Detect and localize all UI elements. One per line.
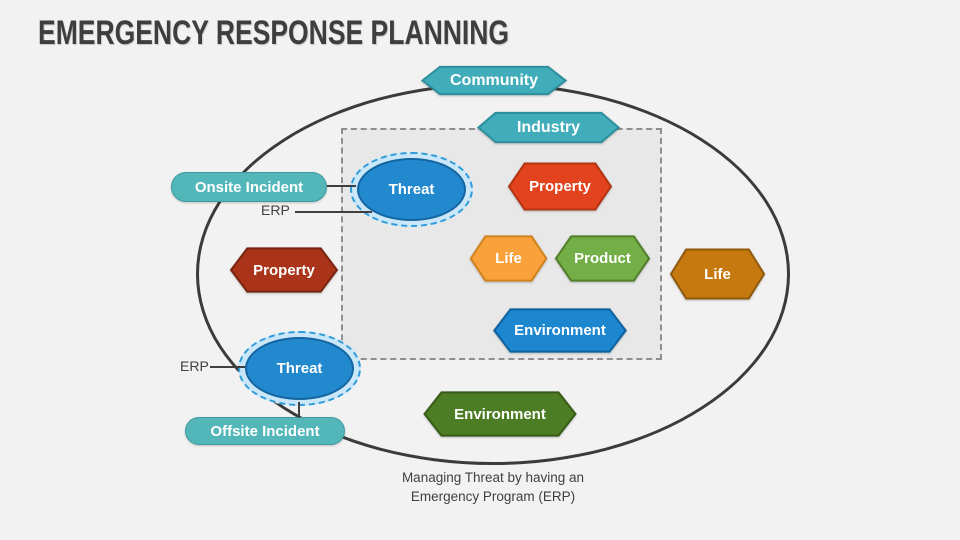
life-industry-hexagon: Life: [470, 235, 547, 282]
threat-onsite-erp-halo: Threat: [350, 152, 473, 227]
page-title: EMERGENCY RESPONSE PLANNING: [38, 14, 510, 52]
industry-label: Industry: [516, 118, 581, 136]
community-label: Community: [450, 71, 538, 89]
hexagon-shape: [230, 247, 338, 293]
threat-offsite-ellipse: Threat: [245, 337, 354, 400]
onsite-incident-pill: Onsite Incident: [171, 172, 327, 202]
threat-offsite-erp-halo: Threat: [238, 331, 361, 406]
environment-industry-label: Environment: [514, 322, 606, 339]
hexagon-shape: [423, 391, 577, 437]
property-industry-hexagon: Property: [508, 162, 612, 211]
threat-to-offsite-connector: [298, 402, 300, 418]
erp-offsite-connector: [210, 366, 268, 368]
product-industry-hexagon: Product: [555, 235, 650, 282]
erp-offsite-label: ERP: [180, 358, 209, 374]
erp-onsite-connector: [295, 211, 372, 213]
community-label-hexagon: Community: [421, 66, 567, 95]
property-community-label: Property: [253, 261, 315, 279]
environment-community-label: Environment: [454, 405, 546, 423]
caption-line2: Emergency Program (ERP): [410, 489, 576, 504]
hexagon-shape: [555, 235, 650, 282]
environment-community-hexagon: Environment: [423, 391, 577, 437]
threat-onsite-ellipse: Threat: [357, 158, 466, 221]
life-industry-label: Life: [495, 250, 522, 267]
hexagon-shape: [493, 308, 627, 353]
hexagon-shape: [508, 162, 612, 211]
offsite-incident-pill: Offsite Incident: [185, 417, 345, 445]
property-industry-label: Property: [529, 178, 591, 195]
industry-label-hexagon: Industry: [477, 112, 620, 143]
life-community-hexagon: Life: [670, 248, 765, 300]
caption-line1: Managing Threat by having an: [401, 470, 585, 485]
hexagon-shape: [670, 248, 765, 300]
property-community-hexagon: Property: [230, 247, 338, 293]
hexagon-shape: [477, 112, 620, 143]
hexagon-shape: [421, 66, 567, 95]
life-community-label: Life: [704, 265, 731, 283]
product-industry-label: Product: [574, 250, 631, 267]
environment-industry-hexagon: Environment: [493, 308, 627, 353]
caption: Managing Threat by having an Emergency P…: [340, 468, 646, 506]
onsite-to-threat-connector: [327, 185, 356, 187]
hexagon-shape: [470, 235, 547, 282]
erp-onsite-label: ERP: [261, 202, 290, 218]
